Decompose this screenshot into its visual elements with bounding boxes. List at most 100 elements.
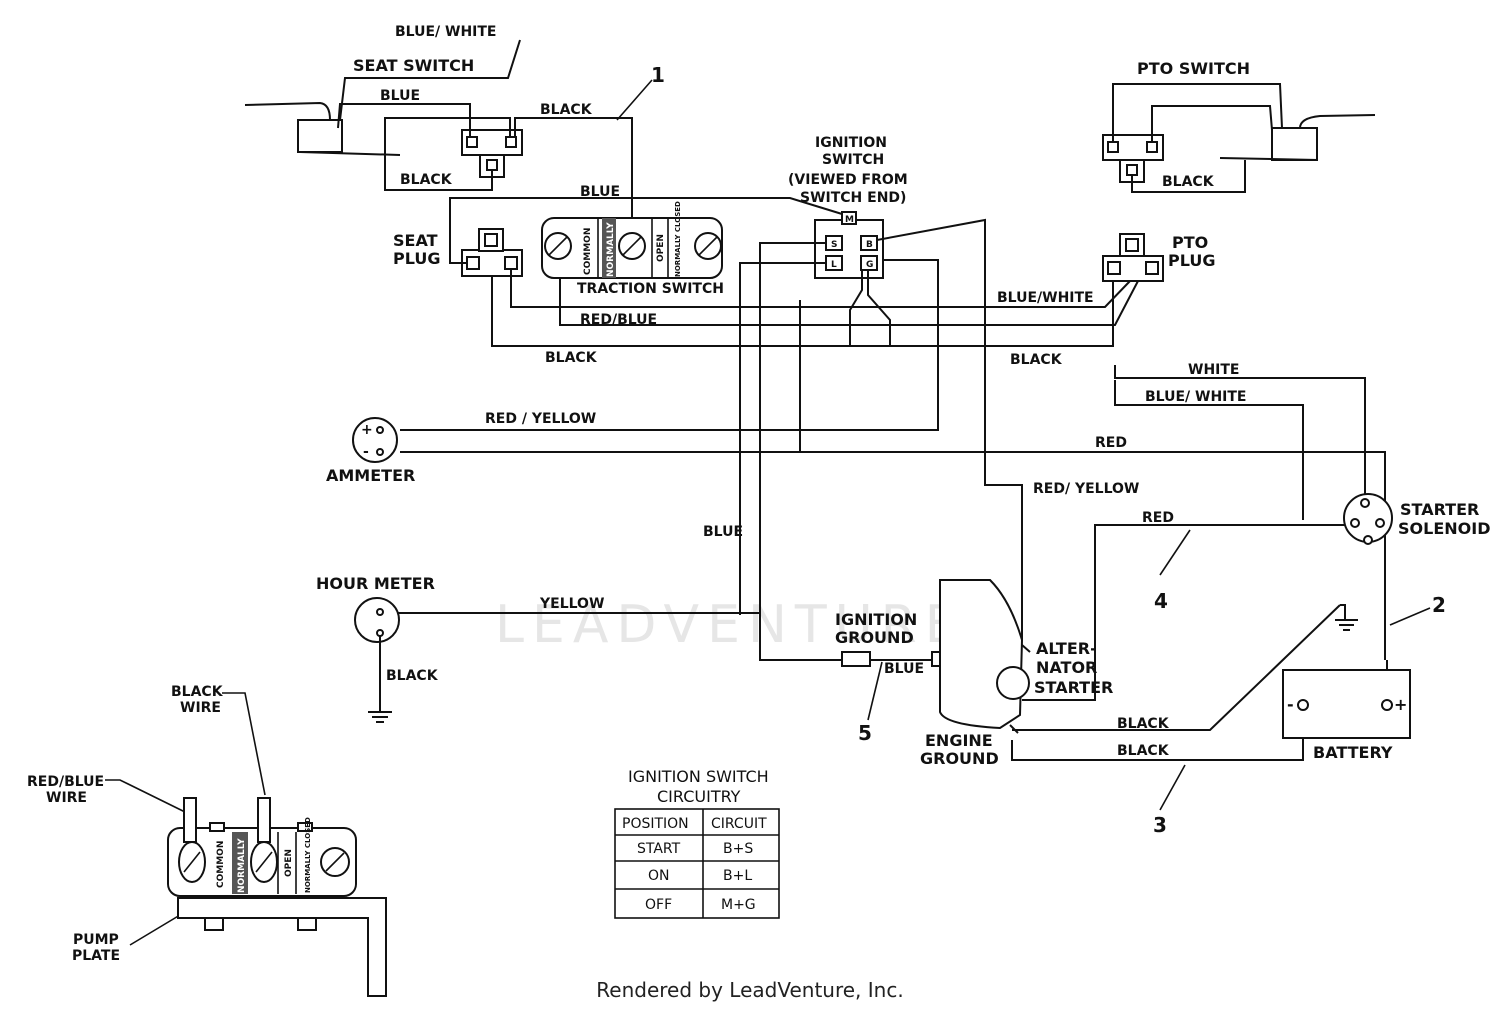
label-red-right: RED xyxy=(1095,435,1127,451)
label-seat-switch: SEAT SWITCH xyxy=(353,56,474,75)
label-seat-plug-2: PLUG xyxy=(393,249,440,268)
watermark: LEADVENTURE xyxy=(495,595,966,655)
label-red-blue-wire-1: RED/BLUE xyxy=(27,774,104,790)
table-row-on-position: ON xyxy=(648,868,670,884)
label-engine-ground-1: ENGINE xyxy=(925,731,993,750)
label-ignition-ground-2: GROUND xyxy=(835,628,914,647)
label-ignition-switch-4: SWITCH END) xyxy=(800,190,906,206)
label-starter-solenoid-1: STARTER xyxy=(1400,500,1479,519)
label-black-pto: BLACK xyxy=(1162,174,1215,190)
label-pto-plug-2: PLUG xyxy=(1168,251,1215,270)
traction-switch xyxy=(541,217,723,279)
label-battery: BATTERY xyxy=(1313,743,1393,762)
label-hour-meter: HOUR METER xyxy=(316,574,435,593)
terminal-b: B xyxy=(866,240,873,250)
label-black-wire-2: WIRE xyxy=(180,700,221,716)
table-row-off-position: OFF xyxy=(645,897,672,913)
label-black-hour: BLACK xyxy=(386,668,439,684)
label-ignition-switch-3: (VIEWED FROM xyxy=(788,172,908,188)
label-alternator-1: ALTER- xyxy=(1036,639,1097,658)
label-ammeter: AMMETER xyxy=(326,466,415,485)
circuitry-table xyxy=(614,808,780,919)
ammeter-minus: - xyxy=(363,444,369,460)
pto-plug xyxy=(1102,233,1164,282)
table-row-start-circuit: B+S xyxy=(723,841,753,857)
ammeter xyxy=(352,417,398,463)
callout-1: 1 xyxy=(651,63,665,87)
pump-label-normally: NORMALLY xyxy=(237,838,247,893)
callout-2: 2 xyxy=(1432,593,1446,617)
label-traction-switch: TRACTION SWITCH xyxy=(577,281,724,297)
label-black-engine-2: BLACK xyxy=(1117,743,1170,759)
label-yellow: YELLOW xyxy=(539,596,604,612)
label-engine-ground-2: GROUND xyxy=(920,749,999,768)
label-black-wire-1: BLACK xyxy=(171,684,224,700)
table-title-2: CIRCUITRY xyxy=(657,787,741,806)
label-seat-plug-1: SEAT xyxy=(393,231,438,250)
battery-minus: - xyxy=(1287,695,1294,714)
label-blue-vertical: BLUE xyxy=(703,524,743,540)
label-blue-top: BLUE xyxy=(580,184,620,200)
label-red-yellow-right: RED/ YELLOW xyxy=(1033,481,1139,497)
label-black-mid-left: BLACK xyxy=(545,350,598,366)
label-blue-white-top: BLUE/ WHITE xyxy=(395,24,497,40)
label-blue-ground: BLUE xyxy=(884,661,924,677)
battery-plus: + xyxy=(1394,695,1407,714)
label-blue-white-low: BLUE/ WHITE xyxy=(1145,389,1247,405)
engine-alternator xyxy=(939,579,1031,734)
label-black-seat-top: BLACK xyxy=(540,102,593,118)
terminal-l: L xyxy=(831,260,837,270)
table-header-circuit: CIRCUIT xyxy=(711,816,767,832)
ignition-ground-connector xyxy=(841,651,943,667)
pump-label-normally-closed: NORMALLY CLOSED xyxy=(304,817,312,893)
label-red-blue: RED/BLUE xyxy=(580,312,657,328)
callout-4: 4 xyxy=(1154,589,1168,613)
table-row-off-circuit: M+G xyxy=(721,897,756,913)
terminal-s: S xyxy=(831,240,837,250)
label-ignition-switch-1: IGNITION xyxy=(815,135,887,151)
table-header-position: POSITION xyxy=(622,816,689,832)
label-black-seat-bottom: BLACK xyxy=(400,172,453,188)
terminal-m: M xyxy=(845,215,854,225)
label-pto-plug-1: PTO xyxy=(1172,233,1208,252)
pump-plate-detail xyxy=(105,692,387,997)
pto-switch xyxy=(1102,83,1376,193)
label-white: WHITE xyxy=(1188,362,1239,378)
harness-wires xyxy=(395,197,1431,811)
seat-plug xyxy=(461,228,523,277)
pump-label-common: COMMON xyxy=(216,841,226,888)
table-row-on-circuit: B+L xyxy=(723,868,752,884)
terminal-g: G xyxy=(866,260,873,270)
label-red-blue-wire-2: WIRE xyxy=(46,790,87,806)
label-starter-solenoid-2: SOLENOID xyxy=(1398,519,1490,538)
starter-solenoid xyxy=(1343,493,1393,545)
label-pto-switch: PTO SWITCH xyxy=(1137,59,1250,78)
label-alternator-2: NATOR xyxy=(1036,658,1097,677)
battery xyxy=(1282,669,1411,739)
label-traction-open: OPEN xyxy=(656,234,666,262)
label-pump-plate-1: PUMP xyxy=(73,932,119,948)
table-title-1: IGNITION SWITCH xyxy=(628,767,769,786)
label-ignition-switch-2: SWITCH xyxy=(822,152,884,168)
seat-switch xyxy=(244,39,653,232)
label-starter: STARTER xyxy=(1034,678,1113,697)
label-traction-common: COMMON xyxy=(583,228,593,275)
callout-5: 5 xyxy=(858,721,872,745)
label-pump-plate-2: PLATE xyxy=(72,948,120,964)
label-black-mid-right: BLACK xyxy=(1010,352,1063,368)
label-traction-normally-closed: NORMALLY CLOSED xyxy=(674,201,682,277)
callout-3: 3 xyxy=(1153,813,1167,837)
label-blue-seat: BLUE xyxy=(380,88,420,104)
pump-label-open: OPEN xyxy=(284,849,294,877)
hour-meter xyxy=(354,597,400,723)
footer-credit: Rendered by LeadVenture, Inc. xyxy=(596,978,904,1002)
label-traction-normally: NORMALLY xyxy=(606,222,616,277)
label-blue-white-mid: BLUE/WHITE xyxy=(997,290,1094,306)
ignition-switch xyxy=(814,211,884,279)
table-row-start-position: START xyxy=(637,841,681,857)
chassis-ground xyxy=(1335,604,1358,631)
label-red-mid: RED xyxy=(1142,510,1174,526)
ammeter-plus: + xyxy=(361,422,373,438)
label-ignition-ground-1: IGNITION xyxy=(835,610,917,629)
